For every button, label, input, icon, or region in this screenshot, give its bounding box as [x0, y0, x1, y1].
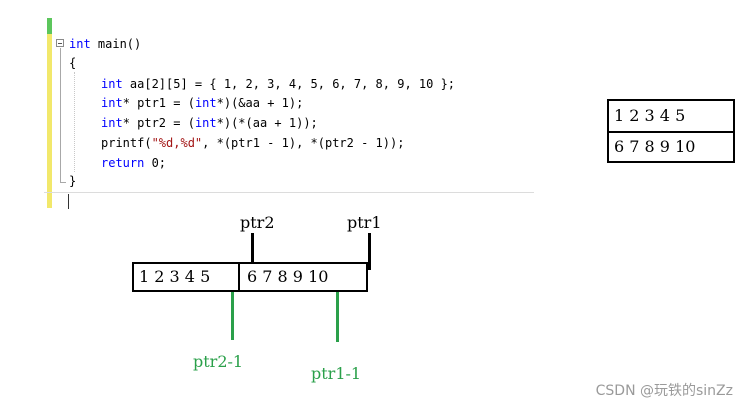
array-row-1-cells: 1 2 3 4 5	[139, 267, 211, 286]
code-line-8[interactable]: }	[69, 173, 76, 189]
code-line-4[interactable]: int* ptr1 = (int*)(&aa + 1);	[101, 95, 303, 111]
code-line-1[interactable]: int main()	[69, 36, 141, 52]
code-text: main()	[90, 37, 142, 51]
code-line-7[interactable]: return 0;	[101, 155, 166, 171]
change-bar-modified	[47, 34, 52, 208]
change-bar-saved	[47, 18, 52, 34]
collapse-toggle-icon[interactable]	[56, 39, 64, 47]
ptr2-label: ptr2	[240, 213, 275, 232]
array-row-2-cells: 6 7 8 9 10	[247, 267, 329, 286]
ptr2-minus-1-label: ptr2-1	[193, 352, 244, 371]
ptr2-arrow	[251, 233, 254, 264]
code-keyword: return	[101, 156, 145, 170]
code-text: aa[2][5] = { 1, 2, 3, 4, 5, 6, 7, 8, 9, …	[122, 77, 456, 91]
ptr1-arrow	[368, 233, 371, 270]
code-keyword: int	[101, 116, 123, 130]
code-text: {	[69, 56, 77, 70]
code-keyword: int	[101, 96, 123, 110]
code-text: 0;	[144, 156, 167, 170]
editor-separator	[44, 192, 534, 193]
code-line-5[interactable]: int* ptr2 = (int*)(*(aa + 1));	[101, 115, 318, 131]
code-text: *)(*(aa + 1));	[216, 116, 318, 130]
array-row-boundary	[238, 264, 240, 290]
ptr1-minus-1-arrow	[336, 292, 339, 342]
code-editor: int main() { int aa[2][5] = { 1, 2, 3, 4…	[44, 18, 534, 209]
ptr1-arrow-tick	[366, 267, 371, 270]
code-line-2[interactable]: {	[69, 55, 76, 71]
code-text: *)(&aa + 1);	[216, 96, 304, 110]
code-keyword: int	[69, 37, 91, 51]
ptr1-label: ptr1	[347, 213, 382, 232]
matrix-row-2: 6 7 8 9 10	[614, 137, 696, 156]
code-text: printf(	[101, 136, 152, 150]
code-line-6[interactable]: printf("%d,%d", *(ptr1 - 1), *(ptr2 - 1)…	[101, 135, 404, 151]
code-line-3[interactable]: int aa[2][5] = { 1, 2, 3, 4, 5, 6, 7, 8,…	[101, 76, 455, 92]
ptr2-minus-1-arrow	[231, 292, 234, 340]
code-string: "%d,%d"	[151, 136, 203, 150]
code-keyword: int	[194, 116, 217, 130]
memory-array: 1 2 3 4 5 6 7 8 9 10	[132, 262, 368, 292]
text-caret	[68, 194, 69, 209]
code-text: * ptr2 = (	[122, 116, 195, 130]
code-text: }	[69, 174, 77, 188]
fold-guide-end	[60, 182, 66, 183]
code-text: * ptr1 = (	[122, 96, 195, 110]
matrix-table: 1 2 3 4 5 6 7 8 9 10	[607, 99, 735, 163]
code-keyword: int	[101, 77, 123, 91]
indent-guide	[74, 72, 75, 172]
matrix-row-divider	[609, 131, 733, 133]
fold-guide	[60, 48, 61, 182]
code-keyword: int	[194, 96, 217, 110]
code-text: , *(ptr1 - 1), *(ptr2 - 1));	[202, 136, 405, 150]
watermark: CSDN @玩铁的sinZz	[595, 383, 733, 399]
matrix-row-1: 1 2 3 4 5	[614, 106, 686, 125]
ptr1-minus-1-label: ptr1-1	[311, 364, 362, 383]
